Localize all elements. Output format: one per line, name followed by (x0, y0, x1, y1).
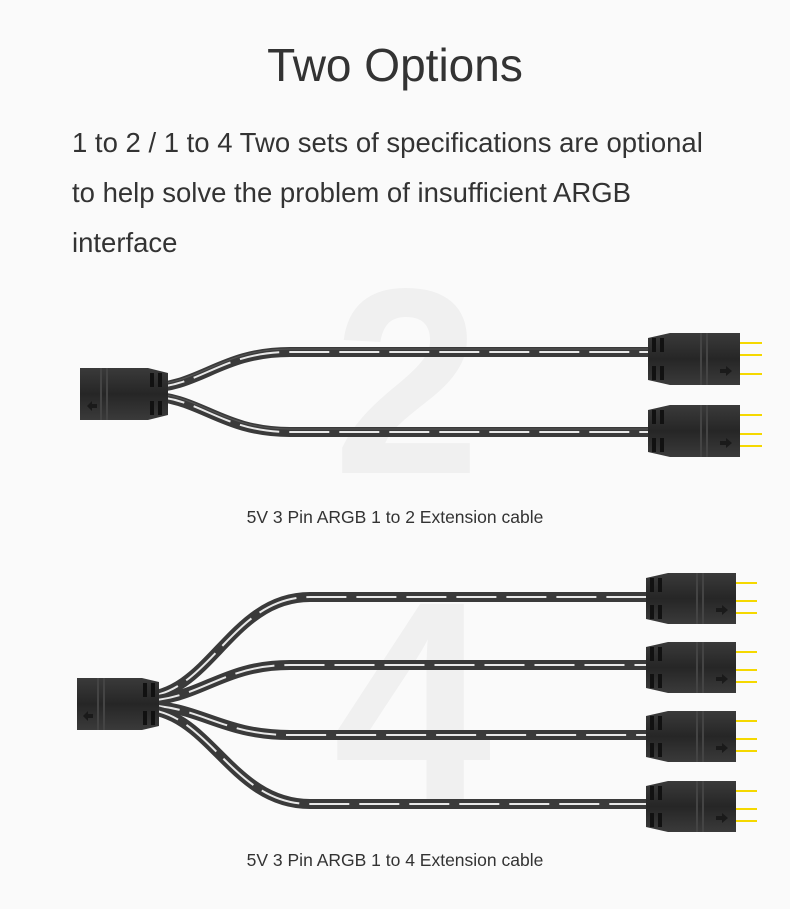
cable-strands (139, 592, 650, 809)
output-connector-male-3 (646, 711, 757, 762)
output-connector-male-2 (648, 405, 762, 457)
output-connector-male-4 (646, 781, 757, 832)
cable-strands (144, 347, 650, 437)
watermark-number-4: 4 (333, 543, 492, 861)
output-connector-male-2 (646, 642, 757, 693)
cable-diagram-1-to-4 (77, 573, 757, 832)
description-line-3: interface (72, 227, 178, 258)
output-connector-male-1 (646, 573, 757, 624)
description-line-1: 1 to 2 / 1 to 4 Two sets of specificatio… (72, 127, 703, 158)
input-connector-female (77, 678, 159, 730)
cable-diagram-1-to-2 (80, 333, 762, 457)
caption-1-to-2: 5V 3 Pin ARGB 1 to 2 Extension cable (246, 507, 544, 527)
caption-1-to-4: 5V 3 Pin ARGB 1 to 4 Extension cable (246, 850, 544, 870)
page-title: Two Options (267, 39, 523, 91)
description: 1 to 2 / 1 to 4 Two sets of specificatio… (72, 118, 772, 268)
description-line-2: to help solve the problem of insufficien… (72, 177, 631, 208)
output-connector-male-1 (648, 333, 762, 385)
watermark-number-2: 2 (333, 234, 481, 530)
input-connector-female (80, 368, 168, 420)
